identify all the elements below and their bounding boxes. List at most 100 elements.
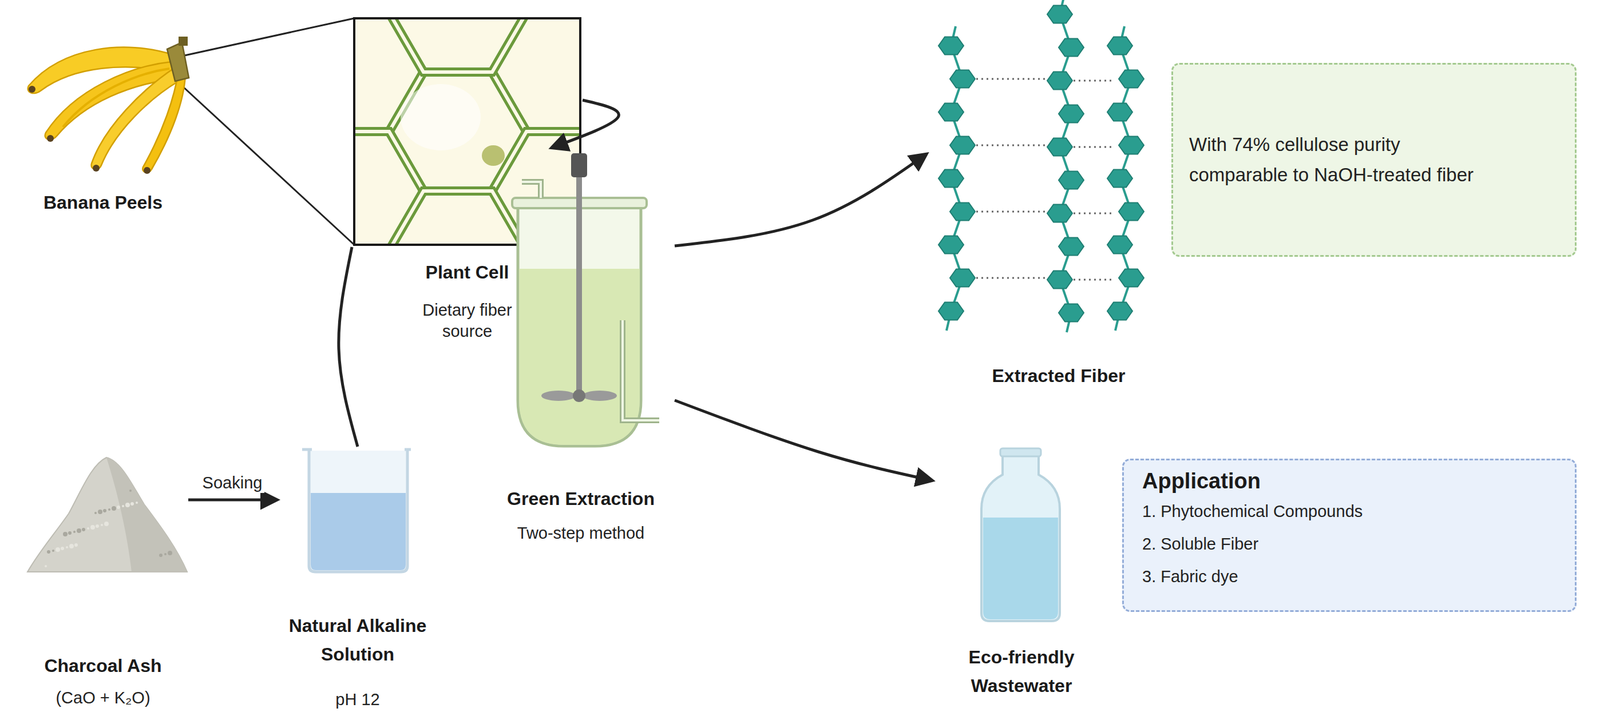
banana-bunch [142,70,186,173]
hydrogen-bond [976,144,1052,147]
ash-grain [129,489,132,493]
flow-arrow [674,154,926,247]
banana-bunch [62,68,170,128]
node-title: Charcoal Ash [20,652,186,681]
ash-grain [121,505,125,508]
flow-arrow [188,498,277,502]
product-label: Eco-friendly Wastewater [938,449,1105,701]
ash-grain [65,546,69,549]
glucose-unit [1118,136,1144,154]
ash-grain [95,524,99,529]
ash-grain [100,524,104,527]
banana-bunch [28,85,36,93]
glucose-unit [1107,36,1133,55]
ash-grain [135,501,138,505]
reactor [622,320,660,421]
ash-pile [106,457,188,573]
banana-bunch [143,167,151,174]
hydrogen-bond [976,277,1052,280]
node-title: Natural Alkaline Solution [283,612,433,669]
cell-wall [492,18,581,132]
reactor [512,153,660,447]
ash-grain [55,547,61,553]
plant-cell [286,0,733,311]
cell-wall [389,191,527,245]
ash-grain [69,544,74,549]
glucose-unit [1107,235,1133,254]
ash-grain [164,553,167,556]
banana-bunch [178,36,188,46]
flow-arrow [552,100,619,148]
node-title: With 74% cellulose purity comparable to … [1189,129,1499,191]
cell-wall [389,18,527,73]
cell-wall [492,18,581,132]
node-text: pH 12 [283,689,433,712]
ash-grain [76,528,82,534]
banana-bunch [45,61,173,140]
node-title: Plant Cell [354,258,581,288]
ash-grain [68,531,72,536]
node-title: Extracted Fiber [932,362,1185,391]
plant-cell [400,84,481,151]
glucose-unit [938,169,964,188]
ash-grain [86,527,90,530]
beaker [310,493,406,571]
cell-wall [389,191,527,245]
reactor [521,181,541,198]
zoom-lines [181,18,355,57]
banana-bunch [46,135,54,142]
glucose-unit [1047,71,1073,90]
bottle [981,450,1060,622]
ash-pile [44,489,173,568]
glucose-unit [1047,137,1073,156]
cell-wall [354,131,424,245]
ash-grain [62,532,68,537]
glucose-unit [1058,104,1084,123]
cell-panel: Plant CellDietary fiber source [354,18,581,343]
reactor [622,320,660,421]
hydrogen-bond [1073,279,1112,281]
glucose-unit [938,103,964,121]
process-step: Green ExtractionTwo-step method [489,154,673,545]
ash-grain [74,543,78,548]
ash-grain [73,531,76,534]
beaker [309,450,408,573]
bottle [981,448,1060,622]
node-text: 2. Soluble Fiber [1142,528,1557,561]
product-label: Extracted Fiber [932,8,1185,391]
node-text: (CaO + K₂O) [20,687,186,710]
glucose-unit [938,36,964,55]
beaker [302,449,411,573]
node-text: 3. Fabric dye [1142,560,1557,594]
bottle [983,517,1059,620]
node-text: Two-step method [489,523,673,545]
glucose-unit [1107,103,1133,121]
flow-arrow [338,247,358,447]
application-box: Application1. Phytochemical Compounds2. … [1122,458,1577,613]
glucose-unit [1058,171,1084,189]
edge-label: Soaking [200,473,265,494]
ash-grain [159,553,163,558]
glucose-unit [949,136,976,154]
ash-pile [27,457,188,573]
node-text: 1. Phytochemical Compounds [1142,495,1557,529]
ash-grain [104,521,109,527]
node-title: Banana Peels [22,188,184,218]
reactor [521,181,541,198]
ash-grain [60,547,65,551]
ash-pile [27,457,188,573]
hydrogen-bond [1073,212,1112,215]
solution-label: Natural Alkaline Solution pH 12 [283,449,433,712]
bottle [1000,448,1041,457]
glucose-unit [1047,204,1073,223]
ash-grain [111,506,117,512]
glucose-unit [949,69,976,88]
ash-grain [103,509,107,513]
ash-grain [116,505,121,510]
image-label: Banana Peels [22,28,184,218]
glucose-unit [949,268,976,287]
glucose-unit [1047,5,1073,23]
ash-grain [167,551,173,556]
hydrogen-bond [976,211,1052,213]
material-label: Charcoal Ash (CaO + K₂O) [20,453,186,710]
